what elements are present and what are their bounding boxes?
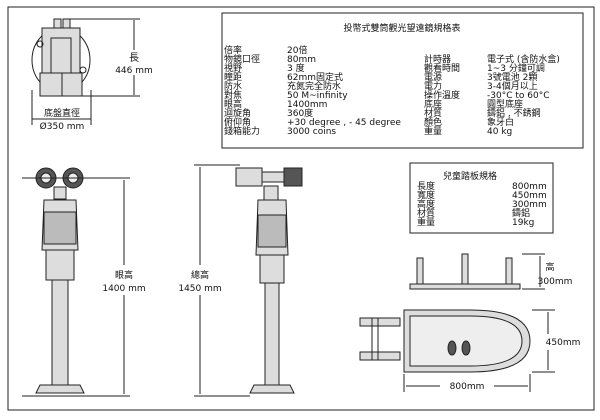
spec-label: 錢箱能力 (224, 125, 260, 137)
pedal-length-value: 800mm (450, 382, 485, 392)
pedal-table-box (409, 162, 554, 234)
eye-height-label: 眼高 (115, 269, 133, 281)
spec-value: 鑄鋁 , 不銹鋼 (487, 107, 541, 119)
spec-label: 觀看時間 (424, 62, 460, 74)
spec-value: 360度 (287, 107, 313, 119)
spec-label: 底座 (424, 98, 442, 110)
spec-label: 重量 (424, 125, 442, 137)
spec-label: 俯仰角 (224, 116, 251, 128)
spec-value: 充氮完全防水 (287, 80, 341, 92)
spec-value: 象牙白 (487, 116, 514, 128)
sheet-border (7, 6, 595, 411)
spec-label: 操作溫度 (424, 89, 460, 101)
spec-value: 80mm (287, 55, 316, 65)
pedal-front-drawing (409, 253, 545, 290)
spec-label: 電源 (424, 72, 442, 83)
top-view-drawing (31, 18, 140, 125)
spec-table-box (221, 12, 584, 149)
total-height-label: 總高 (191, 269, 209, 281)
pedal-label: 高度 (417, 198, 435, 210)
eye-height-value: 1400 mm (102, 284, 145, 294)
pedal-label: 寬度 (417, 189, 435, 201)
pedal-value: 300mm (512, 200, 547, 210)
spec-value: 圓型底座 (487, 98, 523, 110)
pedal-label: 材質 (417, 207, 435, 219)
front-view-drawing (22, 167, 130, 397)
spec-value: 3號電池 2顆 (487, 71, 537, 83)
base-diameter-value: Ø350 mm (40, 121, 85, 132)
spec-label: 物鏡口徑 (224, 53, 260, 65)
side-view-drawing (194, 164, 303, 397)
spec-value: 62mm固定式 (287, 71, 343, 83)
spec-label: 材質 (424, 107, 442, 119)
spec-label: 倍率 (224, 44, 242, 56)
pedal-table-title: 兒童踏板規格 (443, 170, 497, 182)
pedal-value: 800mm (512, 182, 547, 192)
spec-label: 視野 (224, 62, 242, 74)
base-diameter-label: 底盤直徑 (44, 107, 80, 119)
spec-value: +30 degree , - 45 degree (287, 118, 401, 128)
spec-table-right: 計時器 電子式 (含防水盒) 觀看時間 1~3 分鐘可調 電源 3號電池 2顆 電力 3… (424, 53, 560, 137)
total-height-value: 1450 mm (178, 284, 221, 294)
spec-value: 電子式 (含防水盒) (487, 53, 560, 65)
spec-table-title: 投幣式雙筒觀光望遠鏡規格表 (343, 22, 460, 34)
pedal-label: 長度 (417, 180, 435, 192)
spec-value: 3 度 (287, 62, 305, 74)
length-label: 長 (129, 52, 139, 64)
spec-label: 迴旋角 (224, 107, 251, 119)
spec-label: 顏色 (424, 116, 442, 128)
spec-value: 3-4個月以上 (487, 80, 538, 92)
spec-label: 瞳距 (224, 71, 242, 83)
spec-value: 1~3 分鐘可調 (487, 62, 545, 74)
spec-label: 電力 (424, 80, 442, 92)
pedal-label: 重量 (417, 216, 435, 228)
spec-label: 計時器 (424, 53, 451, 65)
pedal-top-drawing (359, 309, 555, 392)
pedal-height-label: 高 (545, 261, 554, 273)
spec-label: 對焦 (224, 89, 242, 101)
pedal-value: 450mm (512, 191, 547, 201)
spec-value: 20倍 (287, 44, 307, 56)
spec-value: 40 kg (487, 127, 512, 137)
pedal-width-value: 450mm (546, 338, 581, 348)
pedal-table-rows: 長度 800mm 寬度 450mm 高度 300mm 材質 鑄鋁 重量 19kg (417, 180, 547, 228)
spec-value: -30°C to 60°C (487, 91, 549, 101)
pedal-value: 鑄鋁 (512, 207, 530, 219)
pedal-height-value: 300mm (538, 277, 573, 287)
spec-value: 50 M~infinity (287, 91, 348, 101)
spec-label: 防水 (224, 80, 242, 92)
pedal-value: 19kg (512, 218, 534, 228)
spec-value: 3000 coins (287, 127, 336, 137)
spec-label: 眼高 (224, 98, 242, 110)
spec-value: 1400mm (287, 100, 327, 110)
length-value: 446 mm (115, 66, 153, 76)
